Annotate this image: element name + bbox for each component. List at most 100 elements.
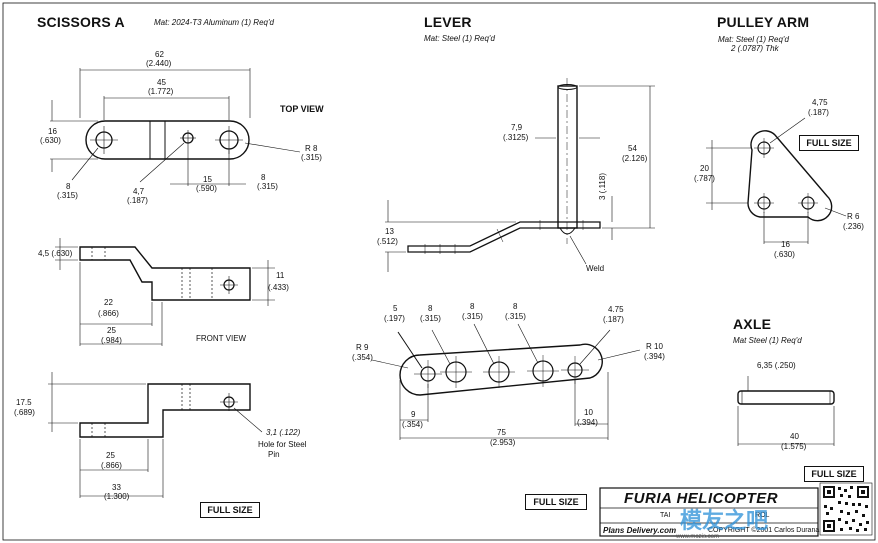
- dim-r6: R 6: [847, 212, 860, 221]
- lever-title: LEVER: [424, 14, 472, 30]
- dim-r6-inch: (.236): [843, 222, 864, 231]
- scissors-title: SCISSORS A: [37, 14, 125, 30]
- scissors-full-size-box: FULL SIZE: [200, 502, 260, 518]
- dim-16-inch: (.630): [40, 136, 61, 145]
- dim-13-inch: (.512): [377, 237, 398, 246]
- dim-8-lever-c-inch: (.315): [505, 312, 526, 321]
- qr-code: [819, 482, 873, 536]
- dim-9: 9: [411, 410, 416, 419]
- dim-6-35: 6,35 (.250): [757, 361, 796, 370]
- pulley-arm-view: [706, 117, 847, 244]
- dim-r8-inch: (.315): [301, 153, 322, 162]
- dim-4-7-inch: (.187): [127, 196, 148, 205]
- title-block-plans: Plans Delivery.com: [603, 526, 677, 535]
- dim-33: 33: [112, 483, 121, 492]
- lever-full-size-box: FULL SIZE: [525, 494, 587, 510]
- title-block-subtitle-a: TAI: [660, 512, 671, 519]
- dim-4-7: 4,7: [133, 187, 145, 196]
- pulley-arm-title: PULLEY ARM: [717, 14, 810, 30]
- dim-8-lever-b: 8: [470, 302, 475, 311]
- axle-material: Mat Steel (1) Req'd: [733, 336, 802, 345]
- scissors-top-view: [50, 68, 301, 186]
- title-block-brand: FURIA HELICOPTER: [624, 490, 779, 507]
- dim-r8: R 8: [305, 144, 318, 153]
- dim-4-75-pulley: 4,75: [812, 98, 828, 107]
- dim-8-lever-b-inch: (.315): [462, 312, 483, 321]
- dim-3-1: 3,1 (.122): [266, 428, 301, 437]
- dim-5: 5: [393, 304, 398, 313]
- axle-title: AXLE: [733, 316, 772, 332]
- title-block-lines: [599, 487, 819, 537]
- dim-10-inch: (.394): [577, 418, 598, 427]
- watermark-url: www.mozis.com: [676, 534, 720, 540]
- dim-54: 54: [628, 144, 637, 153]
- dim-11: 11: [276, 271, 285, 280]
- dim-8a: 8: [66, 182, 71, 191]
- dim-16-pulley-inch: (.630): [774, 250, 795, 259]
- dim-7-9-inch: (.3125): [503, 133, 529, 142]
- dim-11-inch: (.433): [268, 283, 289, 292]
- axle-view: [737, 376, 835, 446]
- scissors-material: Mat: 2024-T3 Aluminum (1) Req'd: [154, 18, 274, 27]
- dim-r10: R 10: [646, 342, 663, 351]
- dim-62: 62: [155, 50, 164, 59]
- lever-plan-view: [371, 323, 641, 440]
- dim-8b-inch: (.315): [257, 182, 278, 191]
- hole-note: Hole for Steel: [258, 440, 307, 449]
- dim-10: 10: [584, 408, 593, 417]
- watermark-logo: 模友之吧: [680, 509, 769, 534]
- dim-8a-inch: (.315): [57, 191, 78, 200]
- dim-8-lever-a-inch: (.315): [420, 314, 441, 323]
- dim-25b: 25: [106, 451, 115, 460]
- dim-62-inch: (2.440): [146, 59, 172, 68]
- dim-r9: R 9: [356, 343, 369, 352]
- lever-side-view: [385, 78, 655, 272]
- dim-16-pulley: 16: [781, 240, 790, 249]
- title-block-copyright: COPYRIGHT ©2001 Carlos Durana: [708, 527, 820, 534]
- weld-note: Weld: [586, 264, 605, 273]
- scissors-front-view-label: FRONT VIEW: [196, 334, 247, 343]
- scissors-front-view: [55, 238, 275, 346]
- pulley-arm-material: Mat: Steel (1) Req'd: [718, 35, 789, 44]
- dim-22: 22: [104, 298, 113, 307]
- dim-17-5: 17.5: [16, 398, 32, 407]
- pulley-arm-thickness: 2 (.0787) Thk: [731, 44, 779, 53]
- dim-75-inch: (2.953): [490, 438, 516, 447]
- dim-40: 40: [790, 432, 799, 441]
- dim-20-inch: (.787): [694, 174, 715, 183]
- dim-15: 15: [203, 175, 212, 184]
- dim-7-9: 7,9: [511, 123, 523, 132]
- scissors-side-view: [48, 372, 263, 498]
- dim-r9-inch: (.354): [352, 353, 373, 362]
- pulley-full-size-box: FULL SIZE: [799, 135, 859, 151]
- dim-33-inch: (1.300): [104, 492, 130, 501]
- scissors-top-view-label: TOP VIEW: [280, 104, 324, 114]
- dim-25a-inch: (.984): [101, 336, 122, 345]
- pin-note: Pin: [268, 450, 280, 459]
- dim-15-inch: (.590): [196, 184, 217, 193]
- dim-4-75-pulley-inch: (.187): [808, 108, 829, 117]
- dim-4-75-lever-inch: (.187): [603, 315, 624, 324]
- dim-4-5: 4,5 (.630): [38, 249, 73, 258]
- dim-17-5-inch: (.689): [14, 408, 35, 417]
- dim-54-inch: (2.126): [622, 154, 648, 163]
- axle-full-size-box: FULL SIZE: [804, 466, 864, 482]
- dim-25b-inch: (.866): [101, 461, 122, 470]
- dim-25a: 25: [107, 326, 116, 335]
- dim-5-inch: (.197): [384, 314, 405, 323]
- dim-8-lever-a: 8: [428, 304, 433, 313]
- dim-16: 16: [48, 127, 57, 136]
- dim-4-75-lever: 4.75: [608, 305, 624, 314]
- dim-3: 3 (.118): [598, 173, 607, 200]
- dim-8-lever-c: 8: [513, 302, 518, 311]
- dim-45-inch: (1.772): [148, 87, 174, 96]
- title-block-subtitle-b: ROL: [755, 512, 770, 519]
- dim-9-inch: (.354): [402, 420, 423, 429]
- lever-material: Mat: Steel (1) Req'd: [424, 34, 495, 43]
- dim-8b: 8: [261, 173, 266, 182]
- dim-22-inch: (.866): [98, 309, 119, 318]
- dim-45: 45: [157, 78, 166, 87]
